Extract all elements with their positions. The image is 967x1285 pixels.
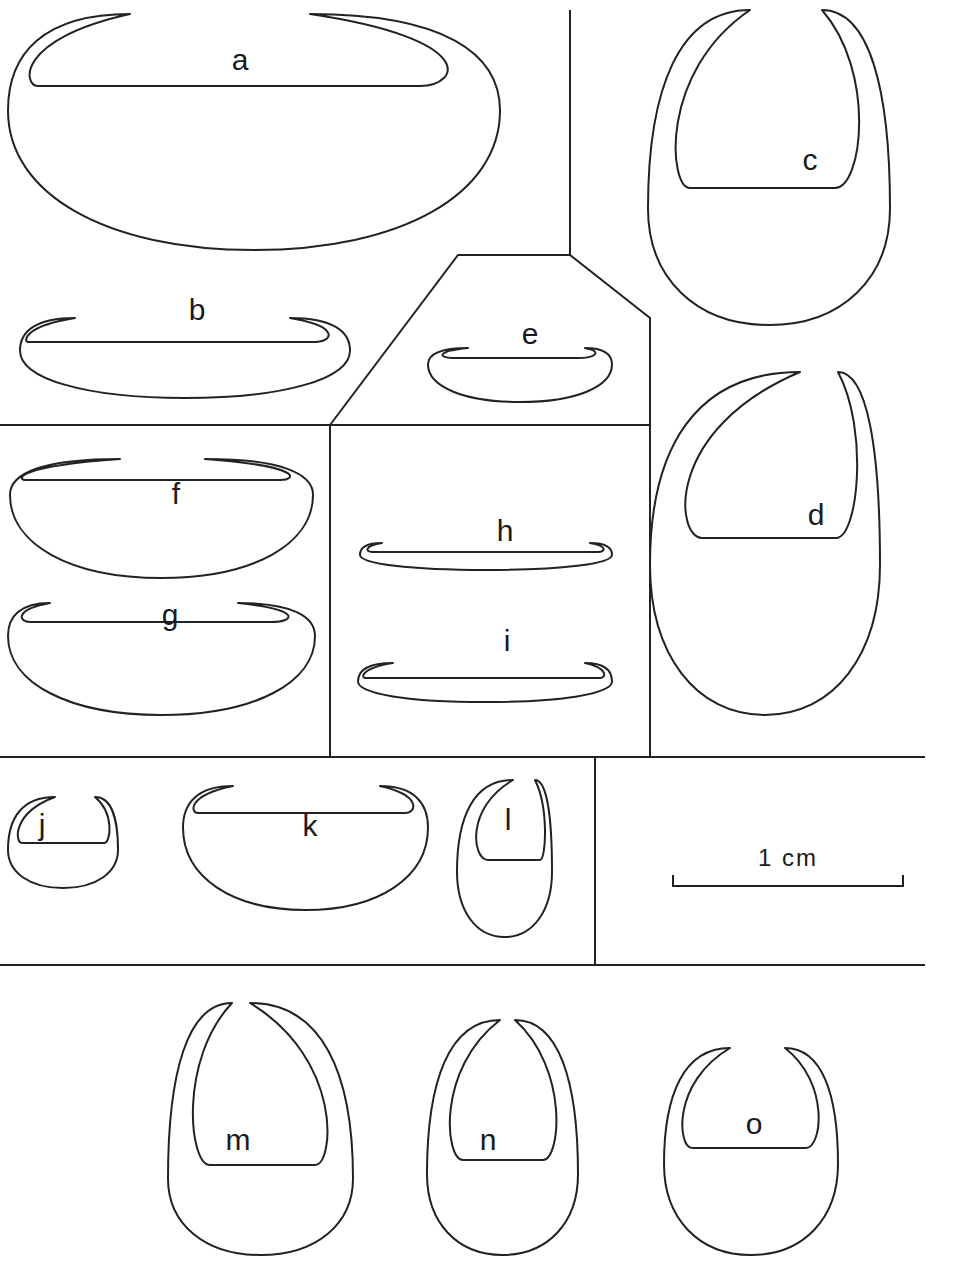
- shell-outline: [664, 1048, 838, 1255]
- shell-outline: [8, 603, 315, 715]
- figure-letter: e: [522, 319, 539, 349]
- scale-bar: [673, 875, 903, 887]
- figure-letter: l: [505, 805, 512, 835]
- figure-letter: m: [226, 1125, 251, 1155]
- shell-outline: [360, 543, 612, 570]
- figure-letter: n: [480, 1125, 497, 1155]
- shell-outline: [427, 1020, 578, 1255]
- shell-outline: [8, 797, 118, 888]
- figure-letter: d: [808, 500, 825, 530]
- figure-letter: k: [303, 811, 318, 841]
- figure-letter: c: [803, 145, 818, 175]
- shell-outline: [358, 663, 612, 702]
- shell-outline: [20, 318, 350, 398]
- shell-outline: [648, 10, 890, 325]
- figure-letter: h: [497, 516, 514, 546]
- scale-label: 1 cm: [758, 846, 818, 870]
- shell-outline: [10, 459, 313, 578]
- figure-letter: j: [39, 810, 46, 840]
- shell-outline: [457, 780, 552, 937]
- shell-outline: [168, 1003, 353, 1255]
- figure-letter: o: [746, 1109, 763, 1139]
- figure-letter: g: [162, 600, 179, 630]
- shell-outline: [183, 786, 428, 910]
- figure-letter: i: [504, 626, 511, 656]
- shell-outline: [428, 348, 612, 402]
- figure-letter: a: [232, 45, 249, 75]
- shell-outline: [650, 372, 880, 715]
- figure-letter: b: [189, 295, 206, 325]
- shell-outlines: [8, 10, 890, 1255]
- panel-dividers: [0, 10, 925, 965]
- shell-outline: [8, 14, 500, 250]
- figure-letter: f: [172, 479, 180, 509]
